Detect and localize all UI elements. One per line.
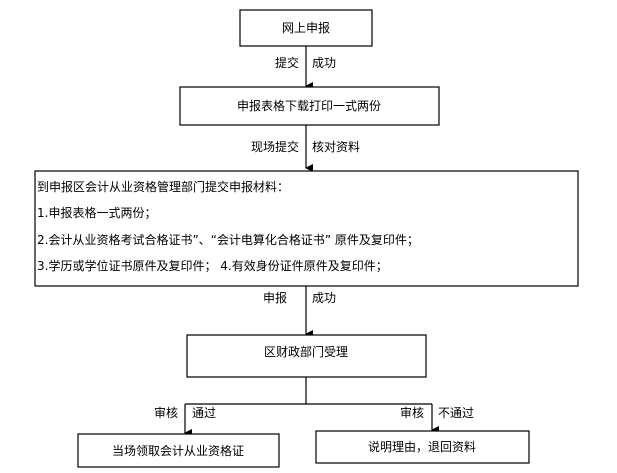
materials-title: 到申报区会计从业资格管理部门提交申报材料：: [37, 179, 289, 194]
node-pass-result: 当场领取会计从业资格证: [77, 433, 280, 468]
node-label: 申报表格下载打印一式两份: [237, 98, 381, 113]
node-label: 当场领取会计从业资格证: [112, 443, 244, 458]
edge-label: 现场提交: [251, 139, 299, 154]
edge-label: 成功: [312, 56, 336, 70]
edge-label: 不通过: [438, 406, 474, 420]
materials-item: 2.会计从业资格考试合格证书”、“会计电算化合格证书” 原件及复印件；: [37, 232, 419, 247]
node-download-form: 申报表格下载打印一式两份: [179, 86, 440, 126]
materials-item: 3.学历或学位证书原件及复印件； 4.有效身份证件原件及复印件；: [37, 258, 388, 273]
node-label: 区财政部门受理: [264, 344, 348, 359]
node-label: 说明理由，退回资料: [368, 439, 476, 454]
edge-label: 申报: [263, 290, 287, 305]
node-label: 网上申报: [282, 20, 330, 35]
edge-label: 成功: [312, 291, 336, 305]
node-finance-accept: 区财政部门受理: [186, 334, 427, 378]
edge-label: 核对资料: [312, 140, 360, 154]
edge-label: 审核: [154, 405, 178, 420]
edge-label: 提交: [275, 55, 299, 70]
node-submit-materials: 到申报区会计从业资格管理部门提交申报材料： 1.申报表格一式两份； 2.会计从业…: [34, 170, 579, 287]
materials-item: 1.申报表格一式两份；: [37, 205, 156, 220]
edge-label: 通过: [192, 406, 216, 420]
node-fail-result: 说明理由，退回资料: [315, 430, 530, 464]
node-online-apply: 网上申报: [239, 9, 373, 47]
edge-label: 审核: [400, 405, 424, 420]
